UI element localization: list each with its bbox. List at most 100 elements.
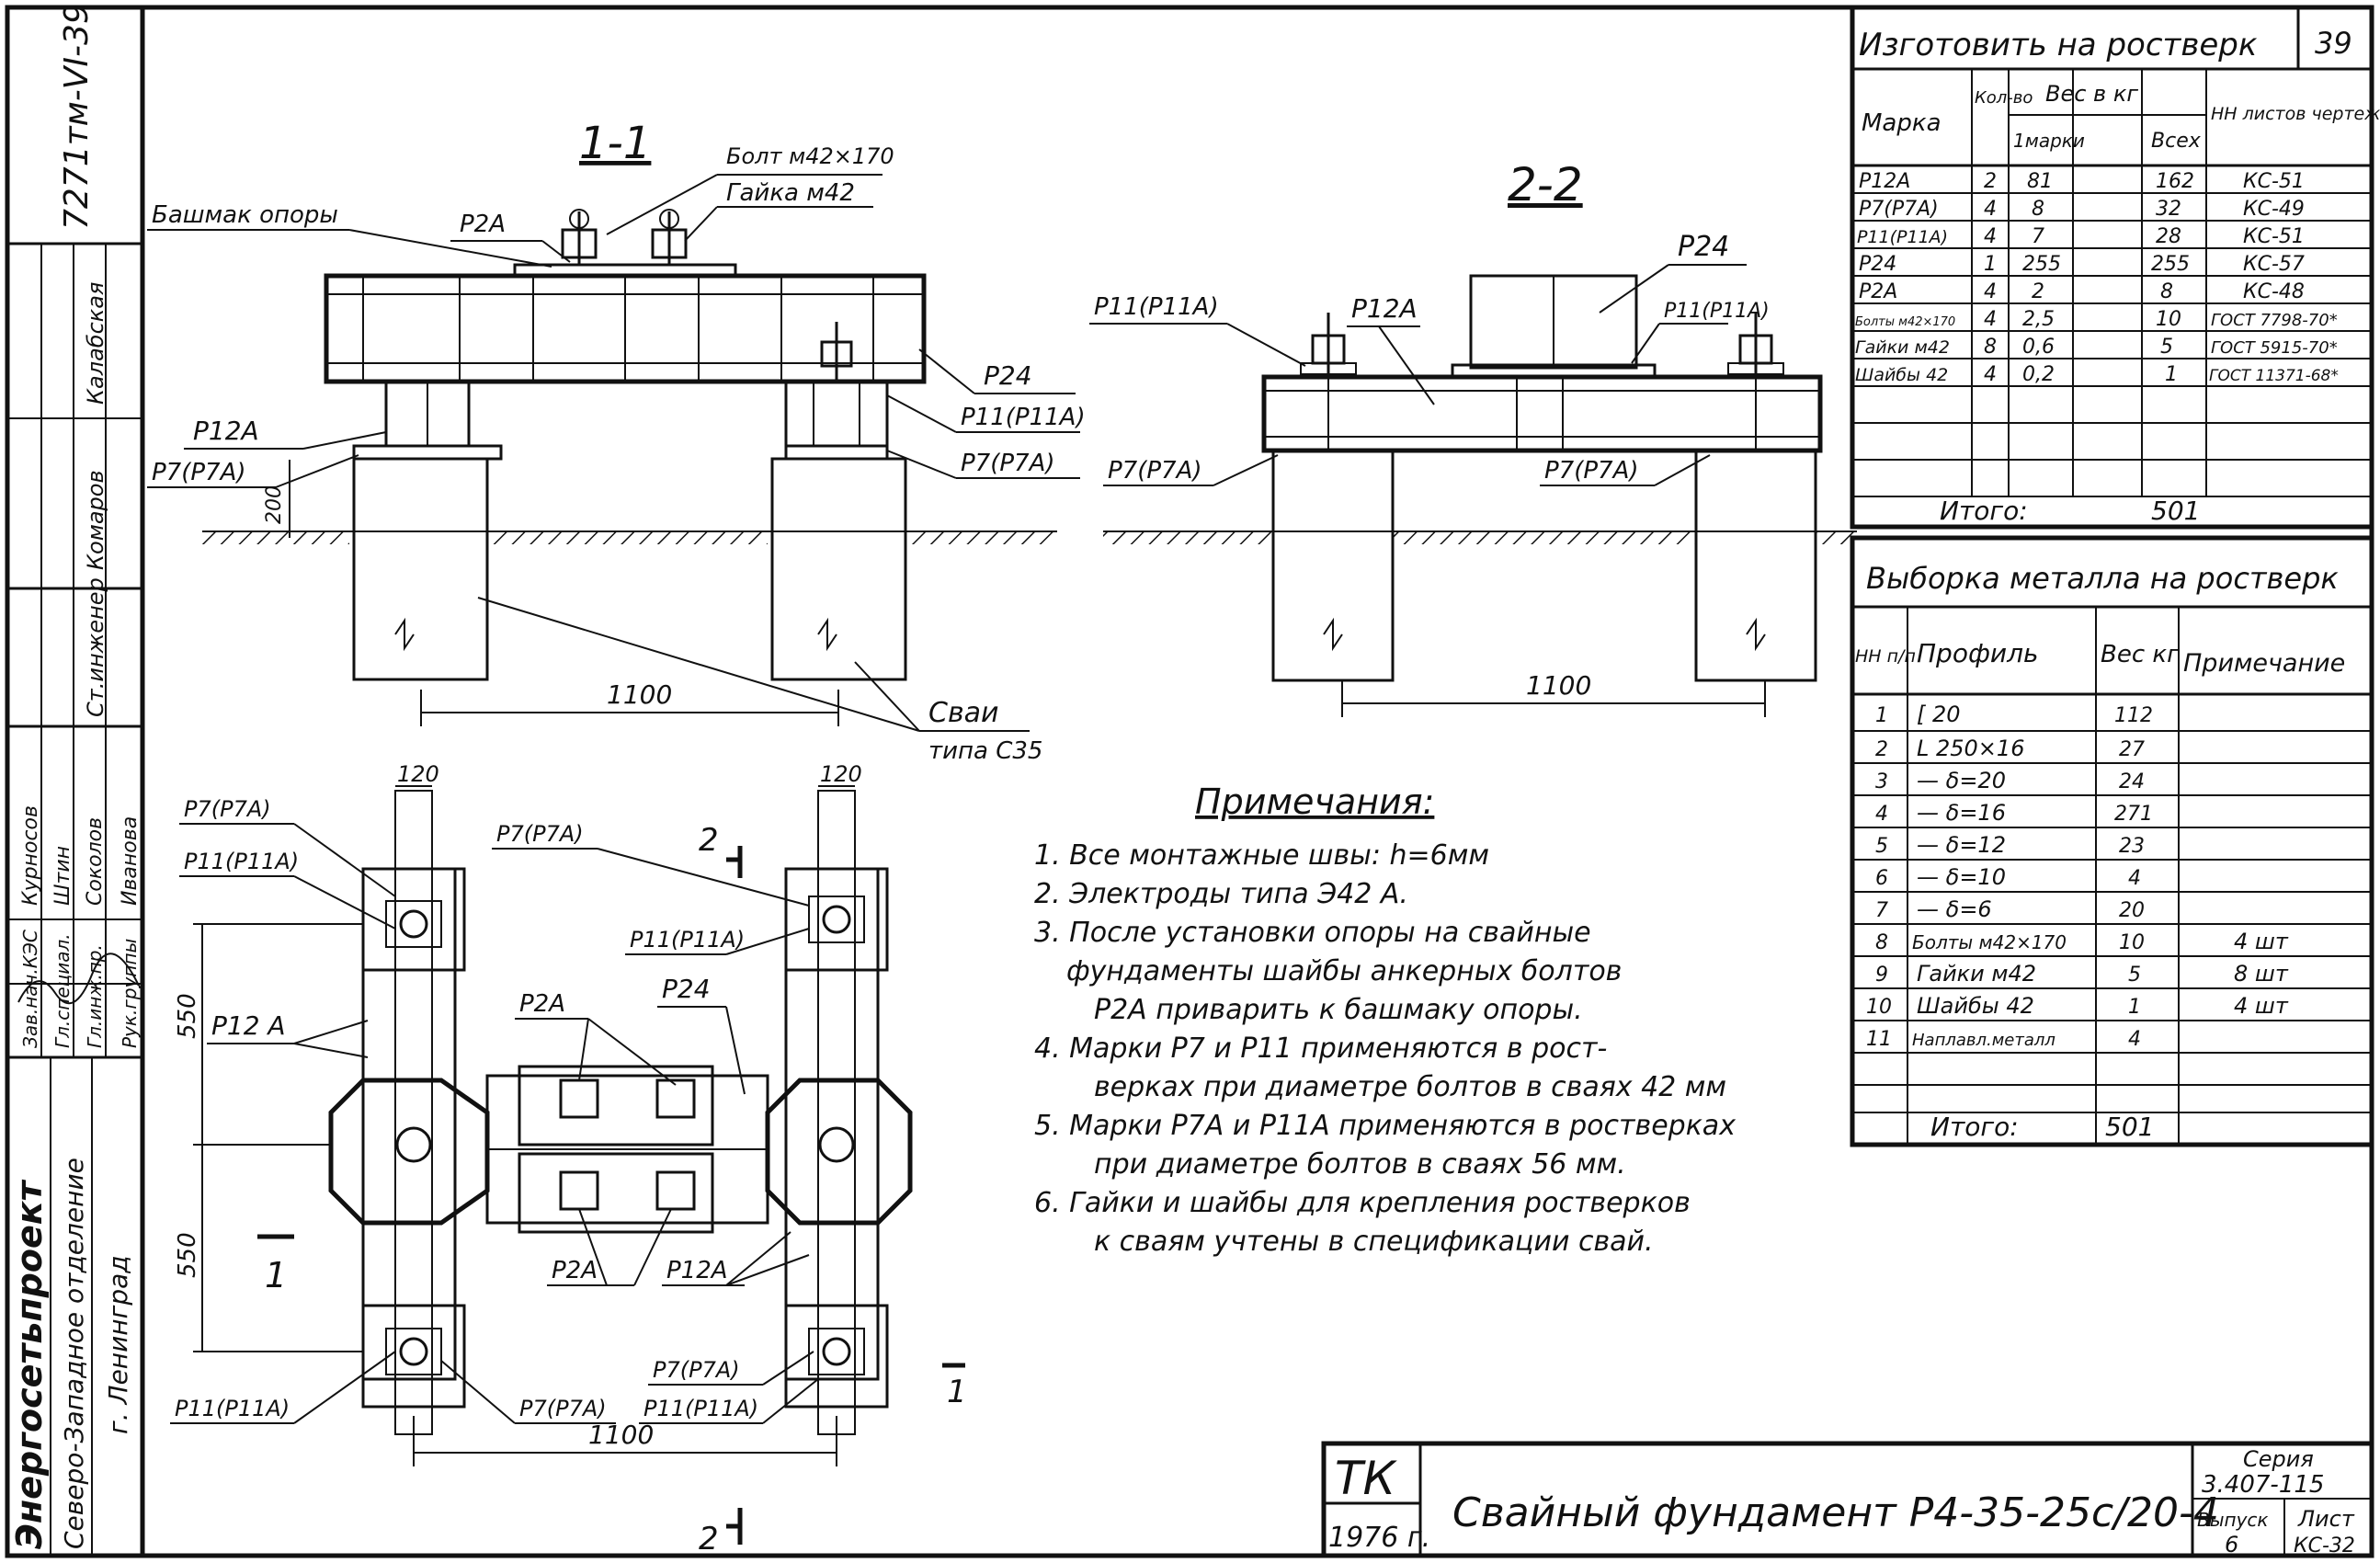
pile-right xyxy=(770,457,907,681)
s1-piles-label: Сваи xyxy=(928,697,999,729)
plan-dim-550b: 550 xyxy=(174,1232,201,1278)
s2-beam xyxy=(1261,374,1823,453)
t2-h-weight: Вес кг xyxy=(2101,641,2180,668)
plan-right-bottom-pad xyxy=(784,1304,889,1409)
plan-p11c: Р11(Р11А) xyxy=(175,1396,290,1421)
t1-h-mark: Марка xyxy=(1862,109,1942,137)
t2-r2-profile: L 250×16 xyxy=(1917,736,2024,761)
s1-shoe-label: Башмак опоры xyxy=(152,201,338,229)
section-2-2-title: 2-2 xyxy=(1508,158,1583,211)
t2-r8-no: 8 xyxy=(1875,931,1888,954)
city: г. Ленинград xyxy=(103,1255,133,1434)
t1-r8-qty: 4 xyxy=(1984,363,1997,386)
signature xyxy=(17,953,139,1005)
t1-r5-all: 8 xyxy=(2160,280,2173,303)
plan-p2a-top: Р2А xyxy=(519,990,565,1018)
plan-p2a-3 xyxy=(559,1170,599,1211)
t2-r5-weight: 23 xyxy=(2119,835,2145,858)
note-line-5: Р2А приварить к башмаку опоры. xyxy=(1094,994,1583,1026)
t2-r7-no: 7 xyxy=(1875,899,1888,922)
t1-r4-all: 255 xyxy=(2151,253,2190,276)
plan-dim-550a: 550 xyxy=(174,993,201,1039)
t2-r9-note: 8 шт xyxy=(2234,961,2289,987)
t1-sheet-no: 39 xyxy=(2315,26,2352,61)
t2-r10-note: 4 шт xyxy=(2234,993,2289,1019)
section-2-2: 2-2 1100 Р11(Р11А) xyxy=(1089,158,1857,717)
tb-year: 1976 г. xyxy=(1328,1522,1430,1554)
stamp-role-3: Гл.инж.пр. xyxy=(84,944,106,1048)
s1-p7r-label: Р7(Р7А) xyxy=(961,450,1055,477)
department: Северо-Западное отделение xyxy=(59,1158,89,1549)
t1-r6-all: 10 xyxy=(2156,308,2181,331)
t1-r8-all: 1 xyxy=(2165,363,2178,386)
tb-title: Свайный фундамент Р4-35-25с/20-4 xyxy=(1452,1489,2219,1536)
note-line-9: при диаметре болтов в сваях 56 мм. xyxy=(1094,1148,1626,1181)
s1-p12a-label: Р12А xyxy=(193,416,259,446)
tb-tk: ТК xyxy=(1335,1452,1398,1505)
t1-r4-qty: 1 xyxy=(1984,253,1997,276)
t2-r1-weight: 112 xyxy=(2114,704,2153,727)
tb-series: 3.407-115 xyxy=(2202,1471,2324,1499)
plan-p2a-bottom: Р2А xyxy=(552,1257,598,1284)
t1-total: 501 xyxy=(2151,496,2200,526)
t2-r3-profile: — δ=20 xyxy=(1917,768,2006,793)
cut-1-right: 1 xyxy=(947,1374,967,1410)
plan-right-head xyxy=(765,1078,913,1226)
plan-p11b: Р11(Р11А) xyxy=(630,927,745,953)
s1-pile-type-label: типа С35 xyxy=(928,737,1042,765)
bolt-1 xyxy=(561,209,598,265)
t2-r4-profile: — δ=16 xyxy=(1917,800,2006,826)
s2-dim-span: 1100 xyxy=(1526,670,1591,701)
tb-issue: 6 xyxy=(2225,1532,2238,1557)
t2-r11-weight: 4 xyxy=(2128,1028,2141,1051)
t1-r3-mark: Р11(Р11А) xyxy=(1857,227,1948,247)
tb-sheet-label: Лист xyxy=(2297,1506,2355,1532)
note-line-1: 1. Все монтажные швы: h=6мм xyxy=(1034,839,1489,872)
stamp-role-4: Рук.группы xyxy=(119,939,141,1048)
s2-p11r-label: Р11(Р11А) xyxy=(1664,300,1770,323)
bolt-2 xyxy=(651,209,688,265)
stamp-role-1: Зав.нач.КЭС xyxy=(19,930,41,1048)
t1-r1-sheet: КС-51 xyxy=(2243,170,2305,193)
s1-p24-label: Р24 xyxy=(984,360,1032,391)
plan-dim-120a: 120 xyxy=(397,761,439,787)
t2-r6-profile: — δ=10 xyxy=(1917,864,2006,890)
plan-p11d: Р11(Р11А) xyxy=(643,1396,758,1421)
t1-r1-one: 81 xyxy=(2027,170,2053,193)
t1-r6-qty: 4 xyxy=(1984,308,1997,331)
t2-r2-weight: 27 xyxy=(2119,738,2145,761)
notes: Примечания: 1. Все монтажные швы: h=6мм … xyxy=(1034,782,1736,1258)
s2-p11l-label: Р11(Р11А) xyxy=(1094,293,1219,321)
t1-title: Изготовить на ростверк xyxy=(1859,27,2258,63)
t1-r3-all: 28 xyxy=(2156,225,2181,248)
shoe-plate xyxy=(513,263,737,278)
stamp-name-4: Иванова xyxy=(119,816,142,906)
t1-r3-sheet: КС-51 xyxy=(2243,225,2305,248)
cut-2-top: 2 xyxy=(699,822,719,859)
s2-pile-right xyxy=(1694,449,1817,682)
t2-r8-profile: Болты м42×170 xyxy=(1912,931,2067,953)
t1-r6-one: 2,5 xyxy=(2022,308,2055,331)
t1-h-one: 1марки xyxy=(2013,130,2085,152)
s1-dim-h: 200 xyxy=(263,485,286,524)
t1-r7-qty: 8 xyxy=(1984,336,1997,359)
t2-r11-no: 11 xyxy=(1866,1028,1892,1051)
t2-r10-weight: 1 xyxy=(2128,996,2141,1019)
plan-p7d: Р7(Р7А) xyxy=(653,1357,740,1383)
plan-p12a-right: Р12А xyxy=(666,1257,728,1284)
plan-view: 120 120 550 550 1100 2 2 1 1 Р7(Р7А) Р11… xyxy=(170,761,967,1557)
t1-r8-mark: Шайбы 42 xyxy=(1855,365,1948,385)
side-name-1: Комаров xyxy=(83,470,108,570)
t2-h-note: Примечание xyxy=(2183,649,2345,678)
note-line-2: 2. Электроды типа Э42 А. xyxy=(1034,878,1408,910)
t1-r7-one: 0,6 xyxy=(2022,336,2055,359)
t2-r4-weight: 271 xyxy=(2114,803,2153,826)
s2-pile-left xyxy=(1271,449,1395,682)
note-line-11: к сваям учтены в спецификации свай. xyxy=(1094,1226,1654,1258)
t1-h-qty: Кол-во xyxy=(1975,88,2033,108)
t1-r5-sheet: КС-48 xyxy=(2243,280,2305,303)
t1-total-label: Итого: xyxy=(1940,496,2028,526)
plan-dim-120b: 120 xyxy=(820,761,862,787)
plan-dim-1100: 1100 xyxy=(588,1420,654,1450)
t2-r9-no: 9 xyxy=(1875,964,1888,987)
